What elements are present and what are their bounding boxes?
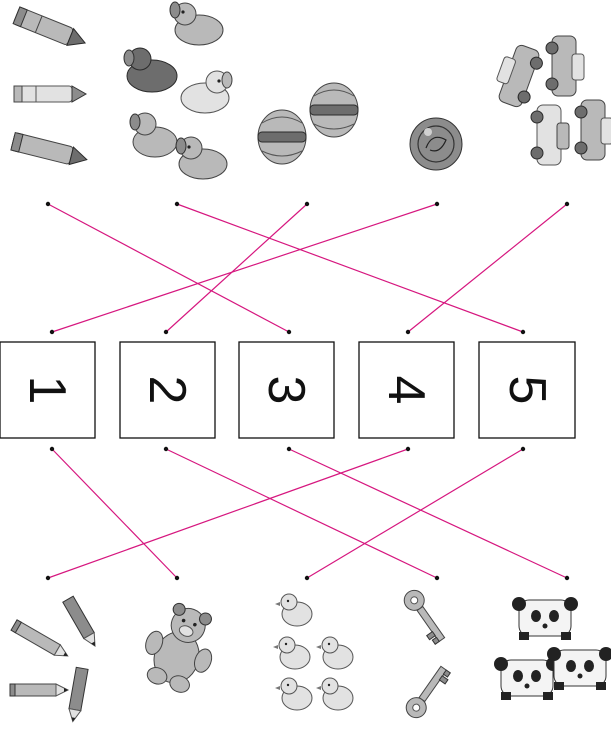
bottom-dot[interactable]	[435, 576, 439, 580]
bottom-dot[interactable]	[565, 576, 569, 580]
teddy-bear-picture	[134, 597, 227, 699]
pandas-picture	[494, 597, 611, 700]
hamburgers-picture	[258, 83, 358, 164]
top-dot[interactable]	[175, 202, 179, 206]
chick-icon	[275, 678, 312, 710]
teddy-bear-icon	[134, 597, 227, 699]
match-line	[166, 449, 437, 578]
puppy-icon	[170, 2, 223, 45]
box-bottom-dot[interactable]	[287, 447, 291, 451]
box-bottom-dot[interactable]	[50, 447, 54, 451]
puppy-icon	[176, 137, 227, 179]
number-label: 2	[138, 376, 196, 405]
match-line	[52, 449, 177, 578]
panda-icon	[547, 647, 611, 690]
top-dot[interactable]	[435, 202, 439, 206]
puppy-icon	[181, 71, 232, 113]
pencil-icon	[63, 596, 100, 649]
match-line	[48, 204, 289, 332]
bottom-dot[interactable]	[305, 576, 309, 580]
bottom-dot[interactable]	[175, 576, 179, 580]
box-bottom-dot[interactable]	[521, 447, 525, 451]
crayon-icon	[13, 7, 88, 51]
key-icon	[402, 663, 452, 722]
crayons-picture	[11, 7, 89, 168]
box-top-dot[interactable]	[164, 330, 168, 334]
number-box-4[interactable]: 4	[359, 342, 454, 438]
key-icon	[400, 586, 450, 645]
number-label: 5	[498, 376, 556, 405]
box-bottom-dot[interactable]	[406, 447, 410, 451]
crayon-icon	[11, 133, 89, 169]
toy-car-icon	[575, 100, 611, 160]
puppies-picture	[124, 2, 232, 179]
number-box-1[interactable]: 1	[0, 342, 95, 438]
pencil-icon	[67, 667, 88, 722]
hamburger-icon	[310, 83, 358, 137]
hamburger-icon	[258, 110, 306, 164]
keys-picture	[400, 586, 452, 721]
toy-car-icon	[546, 36, 584, 96]
pencil-icon	[11, 620, 71, 661]
toy-car-icon	[531, 105, 569, 165]
number-box-3[interactable]: 3	[239, 342, 334, 438]
crayon-icon	[14, 86, 86, 102]
number-label: 4	[377, 376, 435, 405]
puppy-icon	[130, 113, 177, 157]
puppy-icon	[124, 48, 177, 92]
bottom-dot[interactable]	[46, 576, 50, 580]
number-label: 1	[18, 376, 76, 405]
toy-cars-picture	[490, 36, 611, 165]
box-bottom-dot[interactable]	[164, 447, 168, 451]
match-line	[408, 204, 567, 332]
box-top-dot[interactable]	[521, 330, 525, 334]
chick-icon	[273, 637, 310, 669]
top-dot[interactable]	[305, 202, 309, 206]
match-line	[307, 449, 523, 578]
panda-icon	[494, 657, 560, 700]
top-dot[interactable]	[565, 202, 569, 206]
chicks-picture	[273, 594, 353, 710]
pencils-picture	[10, 596, 100, 722]
chick-icon	[275, 594, 312, 626]
chick-icon	[316, 637, 353, 669]
match-line	[166, 204, 307, 332]
box-top-dot[interactable]	[50, 330, 54, 334]
number-box-2[interactable]: 2	[120, 342, 215, 438]
match-line	[52, 204, 437, 332]
match-line	[48, 449, 408, 578]
match-line	[177, 204, 523, 332]
box-top-dot[interactable]	[406, 330, 410, 334]
panda-icon	[512, 597, 578, 640]
ball-picture	[410, 118, 462, 170]
number-box-5[interactable]: 5	[479, 342, 575, 438]
pencil-icon	[10, 684, 68, 696]
match-line	[289, 449, 567, 578]
chick-icon	[316, 678, 353, 710]
toy-car-icon	[490, 41, 546, 110]
box-top-dot[interactable]	[287, 330, 291, 334]
top-dot[interactable]	[46, 202, 50, 206]
number-label: 3	[257, 376, 315, 405]
ball-icon	[410, 118, 462, 170]
